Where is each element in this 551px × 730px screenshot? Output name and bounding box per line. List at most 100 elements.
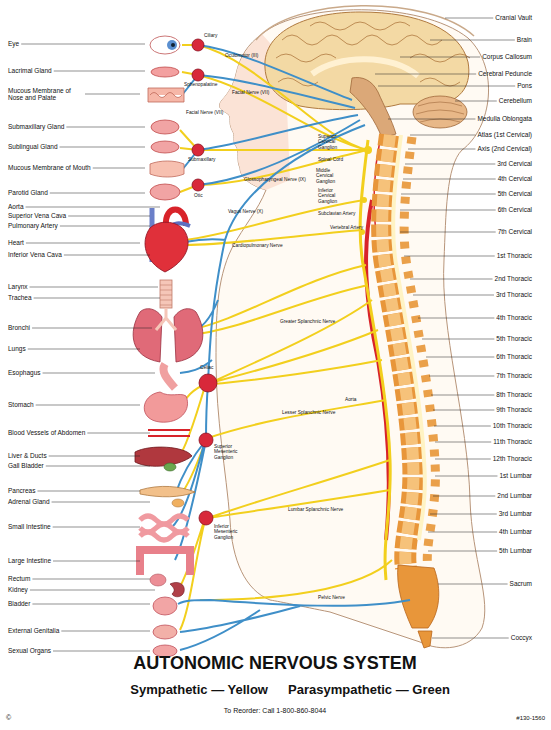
abdominal-vessels — [148, 430, 190, 436]
organ-label: Inferior Vena Cava — [8, 251, 62, 258]
heart — [145, 222, 188, 272]
anatomy-label: 7th Cervical — [498, 228, 532, 235]
organ-label: Stomach — [8, 401, 34, 408]
leader-line — [418, 318, 494, 319]
footer-text: #130-1560 — [516, 715, 545, 722]
leader-line — [52, 502, 150, 503]
nerve-label: Middle Cervical Ganglion — [316, 168, 346, 184]
leader-line — [46, 466, 150, 467]
lacrimal-gland — [151, 67, 179, 77]
ganglion — [199, 374, 217, 392]
nerve-label: Vagus Nerve (X) — [228, 209, 263, 214]
trachea — [160, 280, 172, 308]
nerve-label: Oculomotor (III) — [225, 53, 258, 58]
organ-label: Mucous Membrane of Mouth — [8, 164, 91, 171]
sublingual-gland — [151, 141, 179, 153]
anatomy-label: Atlas (1st Cervical) — [477, 131, 532, 138]
leader-line — [432, 638, 509, 639]
anatomy-label: 5th Thoracic — [496, 335, 532, 342]
organ-label: Gall Bladder — [8, 462, 44, 469]
anatomy-label: 4th Cervical — [498, 175, 532, 182]
chain-ganglion — [364, 146, 372, 154]
nerve-label: Inferior Cervical Ganglion — [318, 188, 348, 204]
leader-line — [430, 514, 497, 515]
leader-line — [422, 339, 494, 340]
trachea-rings — [160, 285, 172, 305]
organ-label: Pulmonary Artery — [8, 222, 58, 229]
nerve-label: Facial Nerve (VII) — [186, 110, 223, 115]
leader-line — [408, 149, 475, 150]
eye — [150, 36, 180, 54]
mouth-mucosa — [150, 161, 184, 177]
leader-line — [375, 74, 476, 75]
anatomy-label: 3rd Thoracic — [496, 291, 532, 298]
anatomy-label: Sacrum — [510, 580, 532, 587]
anatomy-label: 3rd Cervical — [497, 160, 532, 167]
anatomy-label: 2nd Thoracic — [495, 275, 532, 282]
anatomy-label: Brain — [517, 36, 532, 43]
legend-text: Sympathetic — Yellow — [130, 683, 268, 697]
leader-line — [60, 147, 145, 148]
leader-line — [49, 456, 140, 457]
leader-line — [435, 459, 491, 460]
nerve-label: Superior Cervical Ganglion — [318, 134, 348, 150]
organ-label: Heart — [8, 239, 24, 246]
coccyx — [418, 631, 432, 648]
anatomy-label: Medulla Oblongata — [477, 115, 532, 122]
anatomy-label: Pons — [517, 82, 532, 89]
nerve-label: Celiac — [200, 365, 213, 370]
anatomy-label: Cranial Vault — [495, 14, 532, 21]
organ-label: Esophagus — [8, 369, 41, 376]
leader-line — [54, 71, 145, 72]
leader-line — [435, 442, 491, 443]
anatomy-label: 5th Lumbar — [499, 547, 532, 554]
spinal-cord — [393, 135, 425, 540]
nerve-label: Otic — [194, 193, 203, 198]
anatomy-label: 4th Lumbar — [499, 528, 532, 535]
leader-line — [43, 373, 155, 374]
liver — [135, 447, 192, 466]
small-intestine — [140, 516, 188, 540]
leader-line — [428, 551, 497, 552]
footer-text: © — [6, 714, 11, 722]
sacrum — [398, 565, 439, 628]
leader-line — [400, 232, 496, 233]
large-intestine — [140, 550, 190, 575]
nerve-label: Cardiopulmonary Nerve — [232, 243, 283, 248]
organ-label: Mucous Membrane of Nose and Palate — [8, 87, 83, 101]
organ-label: Lungs — [8, 345, 26, 352]
body-outline — [216, 10, 489, 648]
organ-label: Liver & Ducts — [8, 452, 47, 459]
leader-line — [53, 527, 140, 528]
ganglion — [192, 39, 204, 51]
nerve-label: Vertebral Artery — [330, 225, 363, 230]
stomach — [144, 392, 187, 422]
leader-line — [388, 119, 475, 120]
organ-label: Lacrimal Gland — [8, 67, 52, 74]
organ-label: Rectum — [8, 575, 30, 582]
leader-line — [433, 496, 495, 497]
anatomy-label: 5th Cervical — [498, 190, 532, 197]
anatomy-label: 4th Thoracic — [496, 314, 532, 321]
bladder — [153, 597, 177, 615]
leader-line — [400, 210, 496, 211]
nerve-label: Pelvic Nerve — [318, 595, 345, 600]
anatomy-label: Cerebral Peduncle — [478, 70, 532, 77]
anatomy-label: 11th Thoracic — [493, 438, 532, 445]
leader-line — [30, 287, 158, 288]
anatomy-label: 1st Thoracic — [497, 252, 532, 259]
anatomy-label: 10th Thoracic — [493, 422, 532, 429]
nerve-label: Ciliary — [204, 33, 217, 38]
leader-line — [53, 651, 150, 652]
leader-line — [445, 18, 493, 19]
nerve-label: Lesser Splanchnic Nerve — [282, 410, 335, 415]
pancreas — [140, 486, 195, 496]
external-genitalia — [153, 625, 177, 639]
anatomy-label: 2nd Lumbar — [497, 492, 532, 499]
leader-line — [403, 179, 496, 180]
leader-line — [21, 44, 145, 45]
leader-line — [426, 357, 494, 358]
